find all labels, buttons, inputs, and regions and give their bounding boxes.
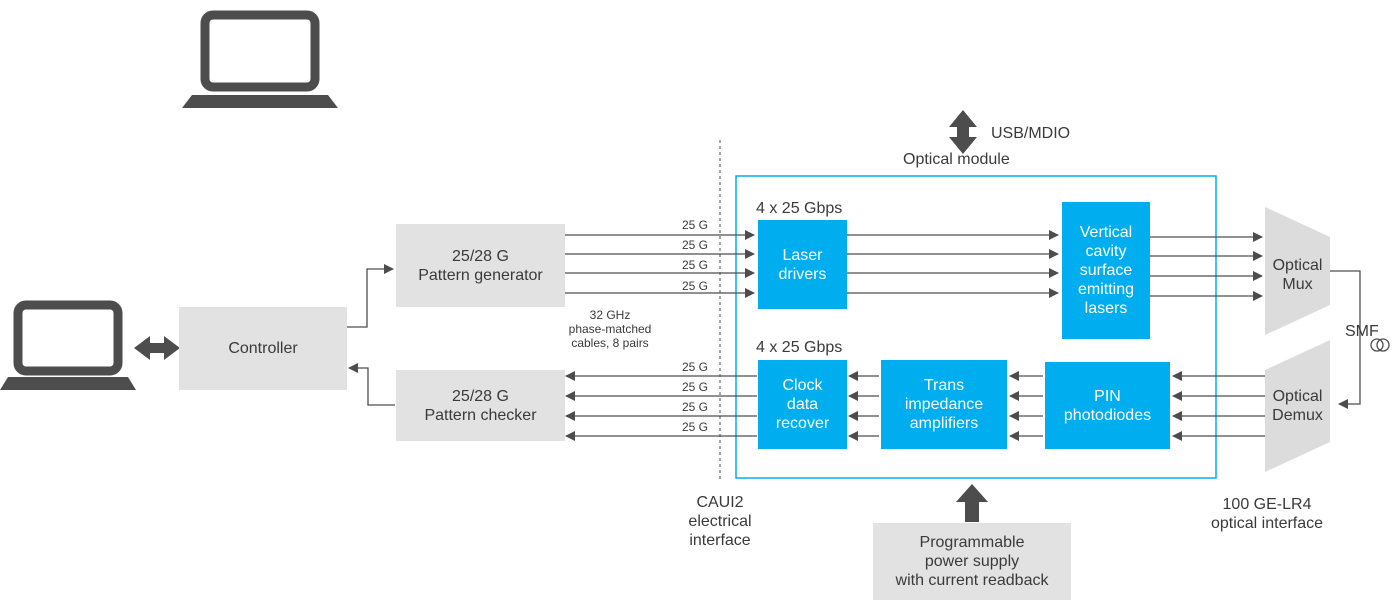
power-supply-block: Programmable power supply with current r… <box>873 523 1071 600</box>
usb-mdio-label: USB/MDIO <box>991 125 1071 142</box>
optical-mux-label: Optical Mux <box>1272 257 1323 293</box>
power-up-arrow <box>956 484 988 522</box>
laser-drivers-block: Laser drivers <box>758 220 847 309</box>
pin-photodiodes-block: PIN photodiodes <box>1045 362 1170 449</box>
lane-label: 25 G <box>682 218 709 232</box>
caui-label: CAUI2 electrical interface <box>688 494 752 549</box>
cables-label: 32 GHz phase-matched cables, 8 pairs <box>568 308 652 350</box>
usb-mdio-double-arrow <box>949 110 977 154</box>
optical-demux-label: Optical Demux <box>1272 388 1323 424</box>
lane-label: 25 G <box>682 360 709 374</box>
lr4-label: 100 GE-LR4 optical interface <box>1210 496 1324 532</box>
lane-label: 25 G <box>682 238 709 252</box>
lane-label: 25 G <box>682 258 709 272</box>
controller-block: Controller <box>179 307 347 390</box>
optical-module-label: Optical module <box>903 151 1010 168</box>
lane-label: 25 G <box>682 400 709 414</box>
optical-mux-shape <box>1265 207 1330 335</box>
pattern-checker-block: 25/28 G Pattern checker <box>396 370 565 441</box>
vcsel-block: Vertical cavity surface emitting lasers <box>1062 202 1150 339</box>
cdr-block: Clock data recover <box>758 360 847 449</box>
laptop-icon <box>182 10 338 108</box>
lane-label: 25 G <box>682 420 709 434</box>
laptop-icon <box>0 300 136 390</box>
tia-block: Trans impedance amplifiers <box>881 360 1007 449</box>
optical-demux-shape <box>1265 340 1330 472</box>
tx-rate-label: 4 x 25 Gbps <box>756 200 843 217</box>
lane-label: 25 G <box>682 279 709 293</box>
laptop-controller-double-arrow <box>134 336 180 360</box>
smf-label: SMF <box>1345 323 1379 340</box>
pattern-generator-block: 25/28 G Pattern generator <box>396 224 565 307</box>
connector-lines <box>347 230 1361 441</box>
optical-module-border <box>735 175 1217 479</box>
lane-label: 25 G <box>682 380 709 394</box>
rx-rate-label: 4 x 25 Gbps <box>756 339 843 356</box>
fiber-coil-icon <box>1370 338 1390 352</box>
